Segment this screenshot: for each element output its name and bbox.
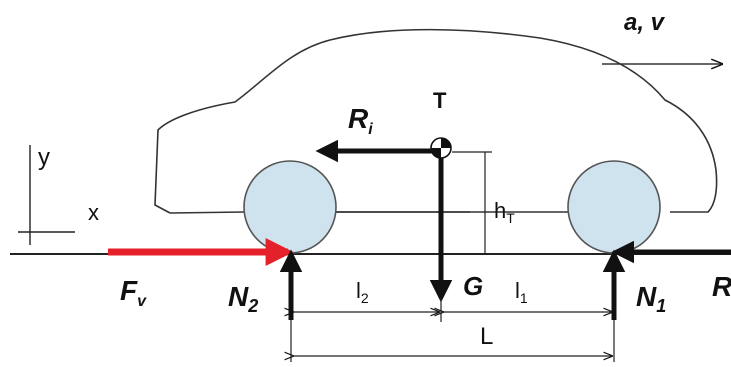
front-reaction-label: N1 [636,281,666,316]
y-axis-label: y [38,144,50,171]
rear-distance-label: l2 [356,278,369,306]
car-body-outline [154,28,718,214]
front-distance-label: l1 [515,278,528,306]
motion-label: a, v [624,9,666,36]
center-of-mass-symbol [430,137,452,159]
rear-reaction-label: N2 [228,281,258,316]
center-of-mass-label: T [433,88,447,113]
height-label: hT [494,198,515,226]
drive-force-label: Fv [120,275,147,310]
wheelbase-label: L [480,323,493,350]
front-resistance-label: R [712,271,731,302]
front-wheel [567,160,661,254]
x-axis-label: x [88,200,99,225]
rear-wheel [243,160,337,254]
inertial-force-label: Ri [348,103,373,138]
weight-label: G [463,271,483,301]
